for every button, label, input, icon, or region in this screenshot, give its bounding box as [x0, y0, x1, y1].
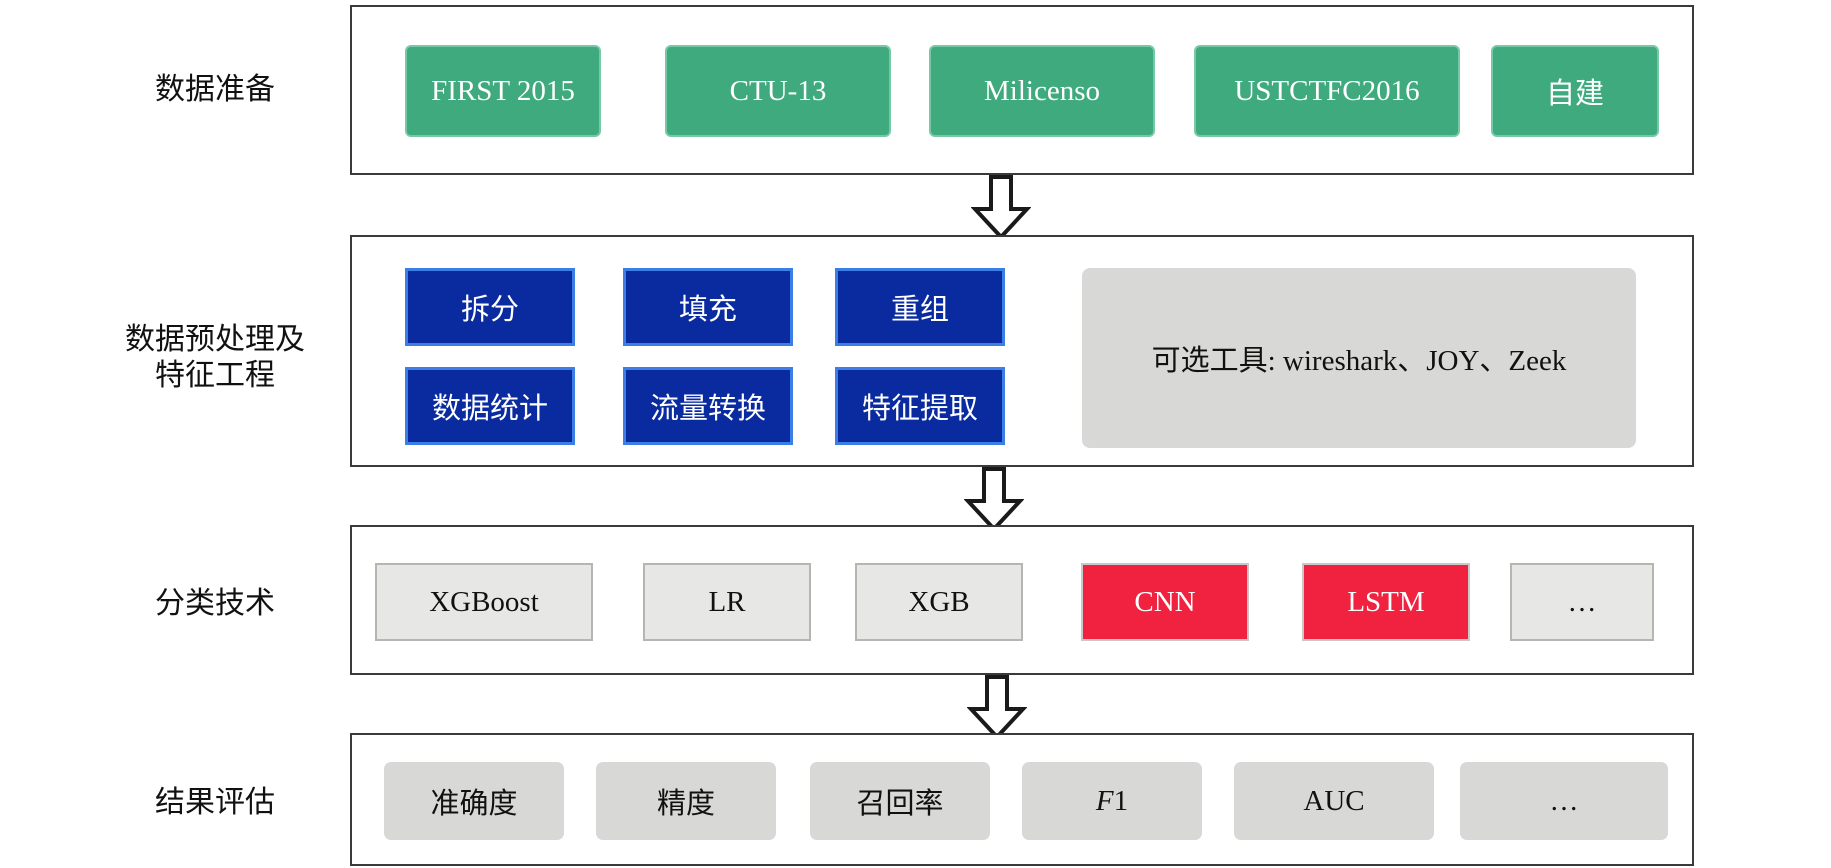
metric-more: … — [1460, 762, 1668, 840]
method-xgb: XGB — [855, 563, 1023, 641]
step-traffic-conversion: 流量转换 — [623, 367, 793, 445]
stage-preprocessing: 拆分 填充 重组 数据统计 流量转换 特征提取 可选工具: wireshark、… — [350, 235, 1694, 467]
metric-recall: 召回率 — [810, 762, 990, 840]
stage-label-evaluation: 结果评估 — [155, 786, 275, 819]
metric-auc: AUC — [1234, 762, 1434, 840]
step-data-statistics: 数据统计 — [405, 367, 575, 445]
down-arrow-icon — [971, 175, 1031, 240]
stage-evaluation: 准确度 精度 召回率 F1 AUC … — [350, 733, 1694, 866]
method-more: … — [1510, 563, 1654, 641]
down-arrow-icon — [967, 675, 1027, 740]
stage-label-classification: 分类技术 — [155, 587, 275, 620]
dataset-ctu-13: CTU-13 — [665, 45, 891, 137]
down-arrow-icon — [964, 467, 1024, 532]
metric-f1-label: F1 — [1095, 784, 1129, 817]
metric-precision: 精度 — [596, 762, 776, 840]
method-lstm: LSTM — [1302, 563, 1470, 641]
dataset-milicenso: Milicenso — [929, 45, 1155, 137]
step-fill: 填充 — [623, 268, 793, 346]
step-feature-extraction: 特征提取 — [835, 367, 1005, 445]
metric-accuracy: 准确度 — [384, 762, 564, 840]
stage-data-preparation: FIRST 2015 CTU-13 Milicenso USTCTFC2016 … — [350, 5, 1694, 175]
step-split: 拆分 — [405, 268, 575, 346]
stage-label-preprocessing: 数据预处理及 特征工程 — [125, 323, 305, 392]
method-xgboost: XGBoost — [375, 563, 593, 641]
method-lr: LR — [643, 563, 811, 641]
stage-classification: XGBoost LR XGB CNN LSTM … — [350, 525, 1694, 675]
metric-f1: F1 — [1022, 762, 1202, 840]
optional-tools-panel: 可选工具: wireshark、JOY、Zeek — [1082, 268, 1636, 448]
dataset-first-2015: FIRST 2015 — [405, 45, 601, 137]
stage-label-data-preparation: 数据准备 — [155, 73, 275, 106]
step-reassemble: 重组 — [835, 268, 1005, 346]
dataset-self-built: 自建 — [1491, 45, 1659, 137]
dataset-ustctfc2016: USTCTFC2016 — [1194, 45, 1460, 137]
method-cnn: CNN — [1081, 563, 1249, 641]
